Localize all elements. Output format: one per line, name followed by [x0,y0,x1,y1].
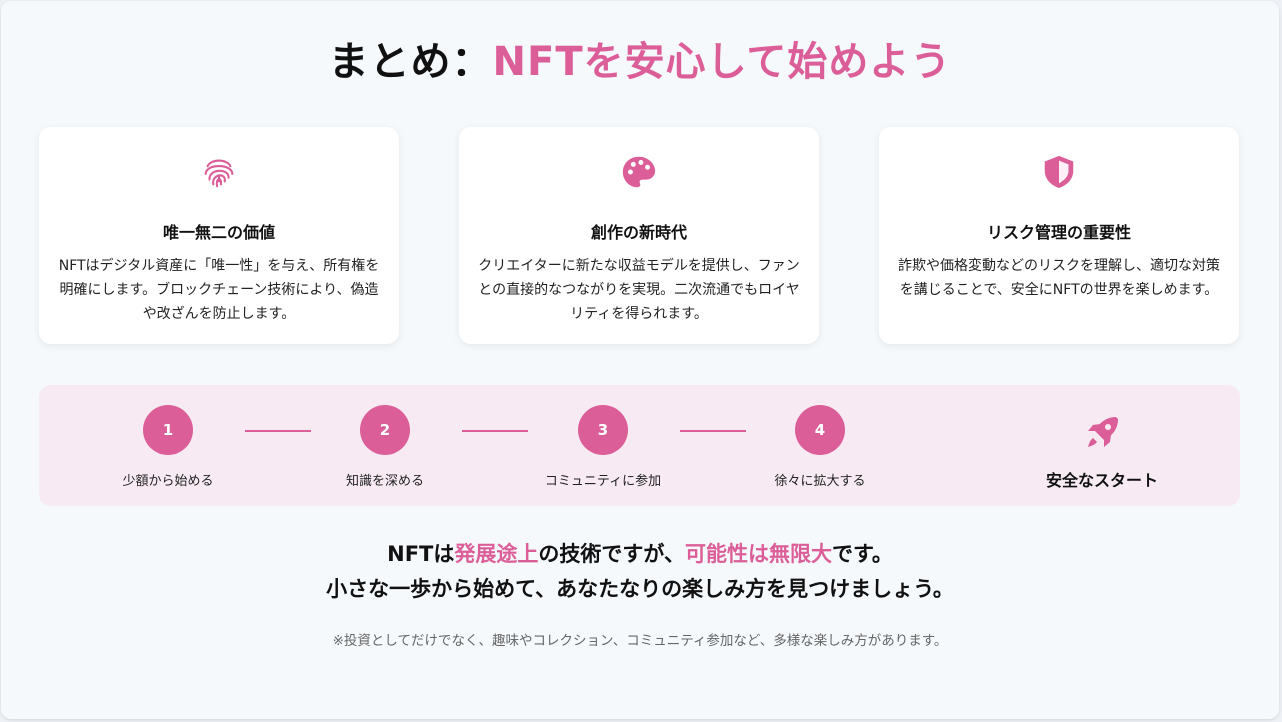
message-highlight: 発展途上 [454,542,539,566]
message-line-2: 小さな一歩から始めて、あなたなりの楽しみ方を見つけましょう。 [326,577,954,601]
feature-card-creation: 創作の新時代 クリエイターに新たな収益モデルを提供し、ファンとの直接的なつながり… [459,127,819,344]
step-label: 知識を深める [345,474,424,489]
step-connector [245,430,311,432]
final-step-label: 安全なスタート [1045,471,1158,490]
message-text: の技術ですが、 [538,542,685,566]
card-description: 詐欺や価格変動などのリスクを理解し、適切な対策を講じることで、安全にNFTの世界… [898,258,1220,298]
step-1: 1 少額から始める [78,405,258,489]
message-text: NFTは [387,542,455,566]
closing-message: NFTは発展途上の技術ですが、可能性は無限大です。 小さな一歩から始めて、あなた… [1,537,1279,607]
card-description: クリエイターに新たな収益モデルを提供し、ファンとの直接的なつながりを実現。二次流… [478,258,800,322]
step-2: 2 知識を深める [295,405,475,489]
step-3: 3 コミュニティに参加 [513,405,693,489]
step-number: 3 [578,405,628,455]
step-label: 徐々に拡大する [774,474,866,489]
page-title: まとめ：NFTを安心して始めよう [1,37,1279,87]
step-label: 少額から始める [122,474,214,489]
rocket-icon [1082,417,1122,457]
shield-icon [1040,153,1078,195]
step-4: 4 徐々に拡大する [730,405,910,489]
card-heading: 創作の新時代 [590,223,687,242]
message-highlight: 可能性は無限大 [684,542,832,566]
card-description: NFTはデジタル資産に「唯一性」を与え、所有権を明確にします。ブロックチェーン技… [58,258,380,322]
step-connector [680,430,746,432]
card-heading: リスク管理の重要性 [986,223,1131,242]
fingerprint-icon [200,153,238,195]
message-line-1: NFTは発展途上の技術ですが、可能性は無限大です。 [1,537,1279,572]
step-number: 4 [795,405,845,455]
card-heading: 唯一無二の価値 [162,223,275,242]
feature-card-value: 唯一無二の価値 NFTはデジタル資産に「唯一性」を与え、所有権を明確にします。ブ… [39,127,399,344]
title-accent: NFTを安心して始めよう [492,39,952,85]
message-text: です。 [831,542,893,566]
feature-card-risk: リスク管理の重要性 詐欺や価格変動などのリスクを理解し、適切な対策を講じることで… [879,127,1239,344]
title-prefix: まとめ： [328,39,493,85]
final-step: 安全なスタート [1012,413,1192,491]
footnote: ※投資としてだけでなく、趣味やコレクション、コミュニティ参加など、多様な楽しみ方… [332,633,948,649]
step-label: コミュニティに参加 [544,474,662,489]
step-number: 2 [360,405,410,455]
step-number: 1 [143,405,193,455]
steps-panel: 1 少額から始める 2 知識を深める 3 コミュニティに参加 4 徐々に拡大する [39,385,1240,506]
step-connector [462,430,528,432]
palette-icon [620,153,658,195]
